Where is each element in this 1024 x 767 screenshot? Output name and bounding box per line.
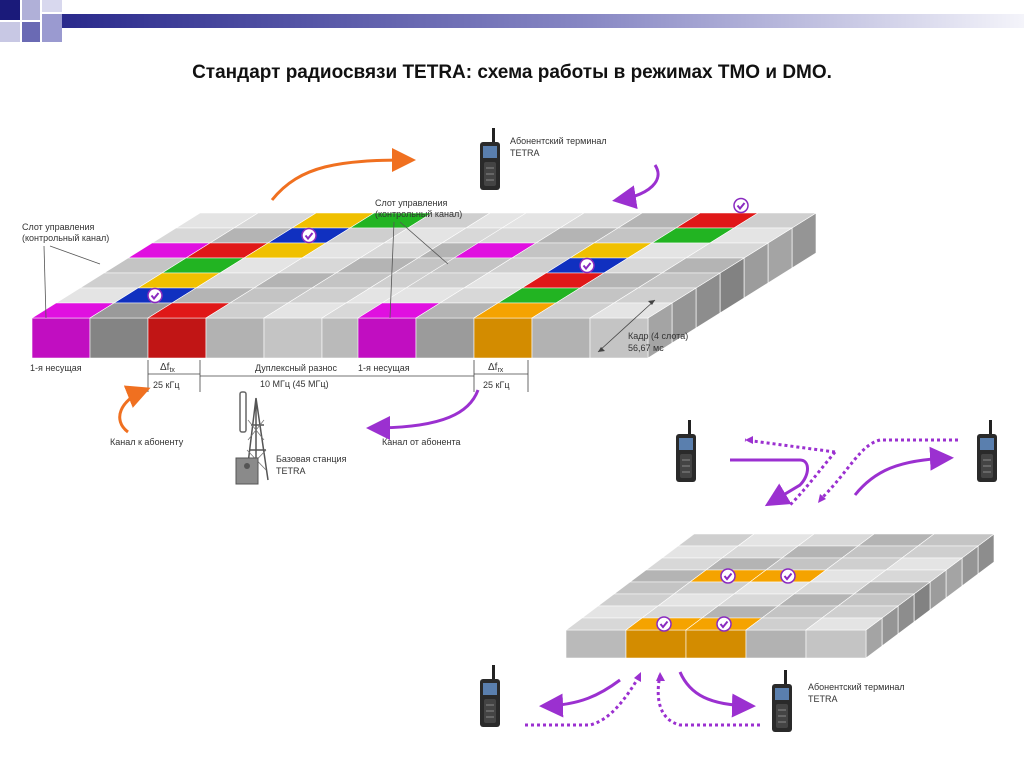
base-station-label-line1: Базовая станция xyxy=(276,454,347,464)
slot-block xyxy=(147,317,207,359)
slot-check-icon xyxy=(716,616,732,632)
slot-check-icon xyxy=(720,568,736,584)
frame-label-line1: Кадр (4 слота) xyxy=(628,331,688,341)
control-slot-label-right-line2: (контрольный канал) xyxy=(375,209,462,219)
slot-block xyxy=(565,629,627,659)
first-carrier-label-left: 1-я несущая xyxy=(30,363,82,373)
uplink-arrow-top xyxy=(612,164,660,210)
slot-block xyxy=(625,629,687,659)
header-square-dark xyxy=(0,0,20,20)
step-tx-label: 25 кГц xyxy=(153,380,179,390)
frame-label-line2: 56,67 мс xyxy=(628,343,664,353)
radio-terminal-icon xyxy=(480,128,500,190)
base-station-icon xyxy=(235,391,269,485)
slot-block xyxy=(531,317,591,359)
dmo-arrow-top-right-dotted xyxy=(818,438,958,502)
dmo-arrow-bottom-right-solid xyxy=(678,671,756,718)
slide-header-band xyxy=(0,0,1024,42)
slot-block xyxy=(473,317,533,359)
slot-block xyxy=(263,317,323,359)
slot-check-icon xyxy=(579,257,595,274)
delta-f-rx-label: Δfrx xyxy=(488,362,504,374)
control-slot-label-left-line1: Слот управления xyxy=(22,222,94,232)
slot-block xyxy=(415,317,475,359)
dmo-arrow-top-left-dotted xyxy=(744,438,837,507)
dmo-arrow-bottom-left-dotted xyxy=(525,674,642,727)
slot-check-icon xyxy=(733,197,749,214)
radio-terminal-icon xyxy=(480,665,500,727)
radio-terminal-icon xyxy=(772,670,792,732)
control-slot-label-left-line2: (контрольный канал) xyxy=(22,233,109,243)
step-rx-label: 25 кГц xyxy=(483,380,509,390)
slot-block xyxy=(31,317,91,359)
slot-block xyxy=(357,317,417,359)
channel-to-subscriber-label: Канал к абоненту xyxy=(110,437,184,447)
slot-check-icon xyxy=(656,616,672,632)
slot-block xyxy=(805,629,867,659)
dmo-terminal-label-line2: TETRA xyxy=(808,694,838,704)
dmo-arrow-bottom-right-dotted xyxy=(656,674,760,727)
radio-terminal-icon xyxy=(977,420,997,482)
dmo-arrow-top-left-solid xyxy=(730,458,809,507)
slot-block xyxy=(745,629,807,659)
dmo-arrow-top-right-solid xyxy=(853,446,954,496)
downlink-arrow-top xyxy=(270,148,416,201)
slot-check-icon xyxy=(301,227,317,244)
terminal-label-top-line1: Абонентский терминал xyxy=(510,136,607,146)
channel-from-subscriber-label: Канал от абонента xyxy=(382,437,461,447)
dmo-arrow-bottom-left-solid xyxy=(539,678,621,718)
first-carrier-label-right: 1-я несущая xyxy=(358,363,410,373)
slot-check-icon xyxy=(780,568,796,584)
header-square-light xyxy=(22,0,40,20)
uplink-arrow-bottom xyxy=(366,389,480,440)
duplex-spacing-value: 10 МГц (45 МГц) xyxy=(260,379,329,389)
terminal-label-top-line2: TETRA xyxy=(510,148,540,158)
tmo-uplink-grid xyxy=(356,197,818,359)
duplex-spacing-label: Дуплексный разнос xyxy=(255,363,337,373)
slide-title: Стандарт радиосвязи TETRA: схема работы … xyxy=(192,62,832,83)
downlink-arrow-bottom xyxy=(118,385,151,434)
slot-block xyxy=(205,317,265,359)
slot-check-icon xyxy=(147,287,163,304)
slot-block xyxy=(685,629,747,659)
delta-f-tx-label: Δftx xyxy=(160,362,175,374)
control-slot-label-right-line1: Слот управления xyxy=(375,198,447,208)
dmo-terminal-label-line1: Абонентский терминал xyxy=(808,682,905,692)
slot-block xyxy=(89,317,149,359)
dmo-grid xyxy=(565,533,995,659)
radio-terminal-icon xyxy=(676,420,696,482)
base-station-label-line2: TETRA xyxy=(276,466,306,476)
